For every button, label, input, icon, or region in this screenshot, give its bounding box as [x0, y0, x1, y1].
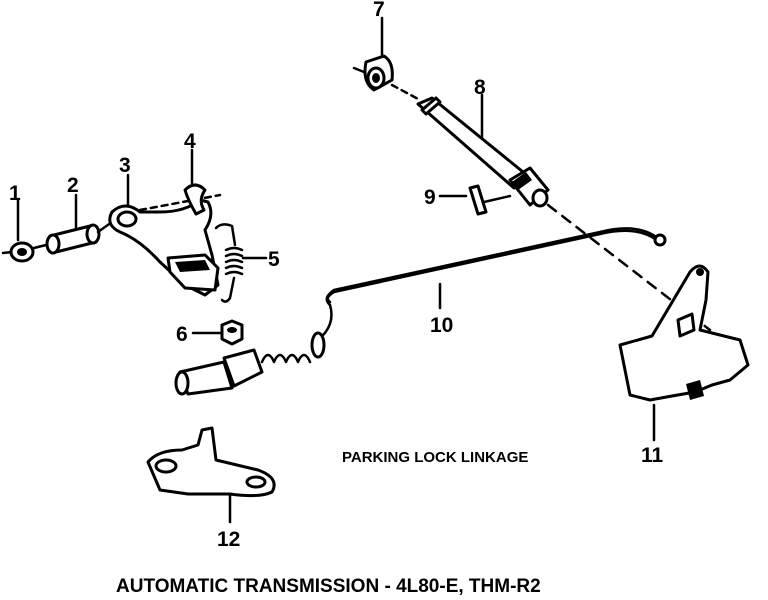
callout-9: 9: [424, 186, 436, 209]
callout-6: 6: [176, 323, 188, 346]
callout-4: 4: [184, 130, 196, 153]
part-5-spring: [214, 223, 268, 303]
page-caption: AUTOMATIC TRANSMISSION - 4L80-E, THM-R2: [116, 576, 541, 597]
part-9-pin: [438, 184, 512, 216]
part-10-actuator-rod: [174, 227, 667, 396]
part-12-bracket: [146, 426, 276, 524]
callout-2: 2: [67, 174, 79, 197]
diagram-title: PARKING LOCK LINKAGE: [342, 449, 528, 466]
callout-1: 1: [9, 182, 21, 205]
part-4-clip: [183, 148, 207, 216]
callout-5: 5: [268, 248, 280, 271]
part-11-bracket: [618, 264, 750, 442]
part-6-nut: [191, 319, 244, 346]
part-2-bushing: [32, 193, 101, 255]
part-1-nut: [1, 198, 35, 263]
callout-7: 7: [373, 0, 385, 21]
part-3-detent-lever: [96, 173, 222, 297]
callout-8: 8: [474, 76, 486, 99]
callout-11: 11: [641, 444, 664, 467]
callout-3: 3: [119, 154, 131, 177]
part-8-guide: [416, 93, 712, 332]
callout-10: 10: [430, 314, 453, 337]
callout-12: 12: [217, 528, 240, 551]
part-7-bushing: [352, 16, 422, 102]
